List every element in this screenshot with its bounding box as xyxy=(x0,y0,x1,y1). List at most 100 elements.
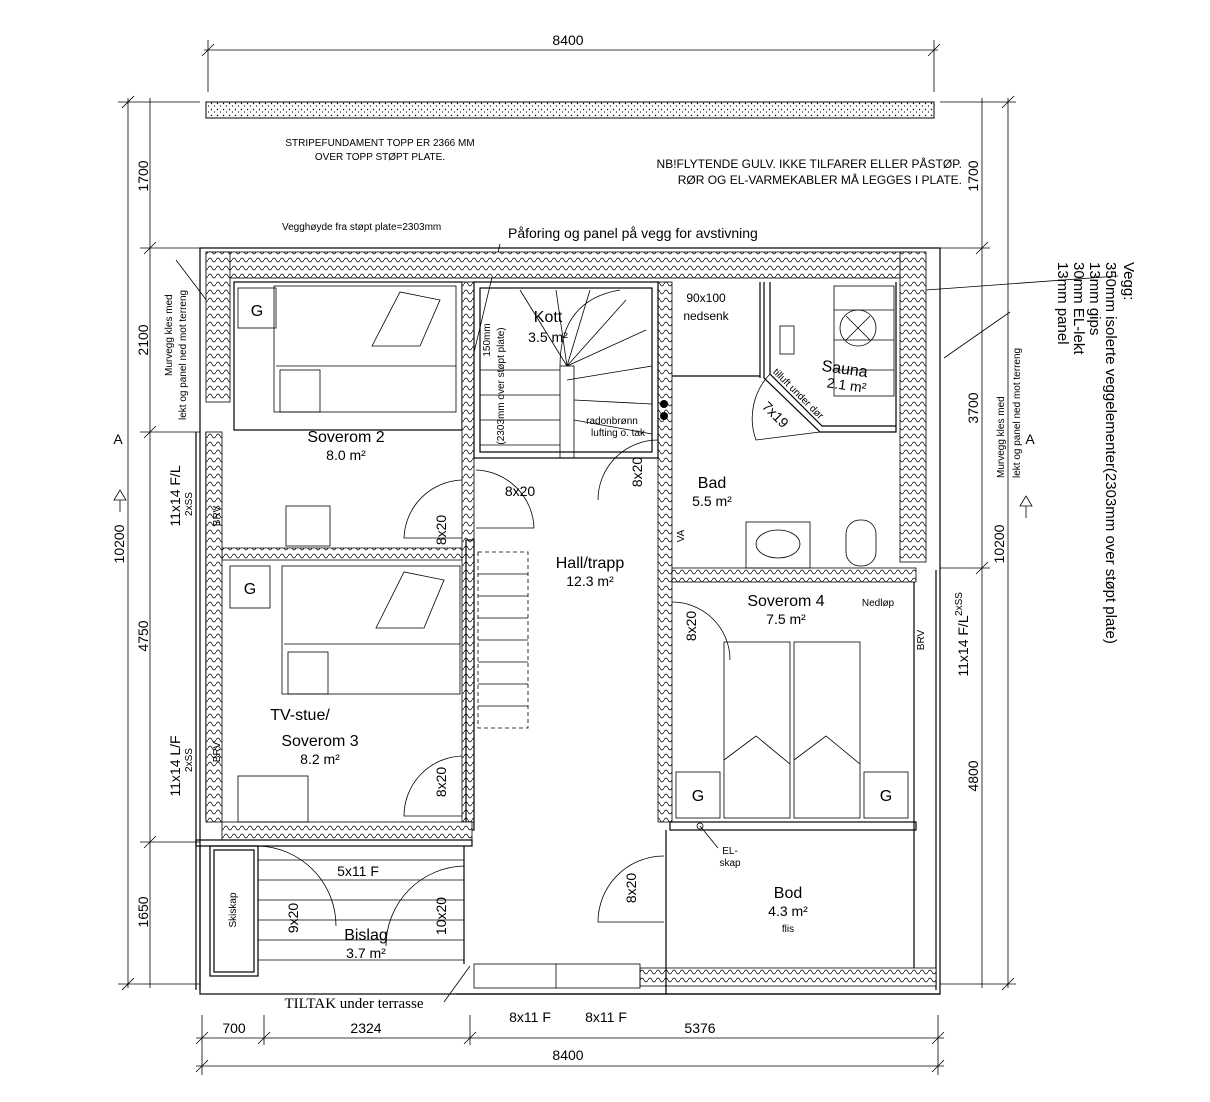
dim-right-2: 3700 xyxy=(965,392,981,423)
dimension-top: 8400 xyxy=(201,32,941,92)
g-box: G xyxy=(863,771,909,819)
door-label-bislag-outer: 10x20 xyxy=(433,897,449,935)
room-soverom4-area: 7.5 m² xyxy=(766,611,806,627)
dim-right-total: 10200 xyxy=(991,524,1007,563)
va-label: VA xyxy=(676,529,687,542)
door-label: 8x20 xyxy=(433,767,449,798)
note-left-wall-1: Murvegg kles med xyxy=(164,294,175,376)
note-floor-2: RØR OG EL-VARMEKABLER MÅ LEGGES I PLATE. xyxy=(678,172,962,187)
dim-top-total: 8400 xyxy=(552,32,583,48)
room-kott-area: 3.5 m² xyxy=(528,329,568,345)
window-label-bottom-1: 8x11 F xyxy=(509,1009,551,1025)
window-label-left-upper-sub: 2xSS xyxy=(184,492,195,516)
section-marker-left: A xyxy=(113,431,123,447)
door-swing-icon xyxy=(257,373,821,947)
el-skap-2: skap xyxy=(719,858,741,869)
wall-spec: Vegg: 350mm isolerte veggelementer(2303m… xyxy=(925,262,1137,644)
dim-bottom-total: 8400 xyxy=(552,1047,583,1063)
note-floor-1: NB!FLYTENDE GULV. IKKE TILFARER ELLER PÅ… xyxy=(657,156,962,171)
brv-label: BRV xyxy=(212,505,223,526)
svg-text:350mm isolerte veggelementer(2: 350mm isolerte veggelementer(2303mm over… xyxy=(1102,262,1119,644)
note-right-wall-2: lekt og panel ned mot terreng xyxy=(1012,348,1023,478)
svg-text:Vegg:: Vegg: xyxy=(1120,262,1137,300)
window-label-left-lower: 11x14 L/F xyxy=(167,735,183,796)
g-box: G xyxy=(229,565,271,609)
svg-text:G: G xyxy=(251,303,263,320)
room-bislag-area: 3.7 m² xyxy=(346,945,386,961)
radon-note-1: radonbrønn xyxy=(586,416,638,427)
dimension-right: 1700 3700 4800 10200 A xyxy=(940,95,1035,991)
window-label-left-lower-sub: 2xSS xyxy=(184,748,195,772)
sink-sub: nedsenk xyxy=(683,309,729,323)
bislag-floor xyxy=(258,859,464,961)
g-box: G xyxy=(237,287,277,329)
door-label: 8x20 xyxy=(623,873,639,904)
note-panel: Påforing og panel på vegg for avstivning xyxy=(508,225,758,241)
note-wall-height: Vegghøyde fra støpt plate=2303mm xyxy=(282,222,441,233)
brv-label: BRV xyxy=(212,741,223,762)
el-skap-1: EL- xyxy=(722,846,738,857)
door-label-sauna: 7x19 xyxy=(759,398,792,431)
svg-text:G: G xyxy=(880,788,892,805)
sink-icon xyxy=(745,521,811,569)
svg-text:13mm panel: 13mm panel xyxy=(1054,262,1071,345)
window-label-right-sub: 2xSS xyxy=(954,592,965,616)
room-soverom3-prefix: TV-stue/ xyxy=(270,707,330,724)
room-hall-area: 12.3 m² xyxy=(566,573,614,589)
room-bod-area: 4.3 m² xyxy=(768,903,808,919)
section-marker-right: A xyxy=(1025,431,1035,447)
sink-size: 90x100 xyxy=(686,291,726,305)
svg-text:G: G xyxy=(692,788,704,805)
room-bad-area: 5.5 m² xyxy=(692,493,732,509)
stair-note-1: 150mm xyxy=(482,323,493,356)
dim-right-1: 1700 xyxy=(965,160,981,191)
dimension-left: 1700 2100 4750 1650 10200 A xyxy=(111,95,200,991)
dim-right-3: 4800 xyxy=(965,760,981,791)
room-hall-name: Hall/trapp xyxy=(556,555,625,572)
room-sauna-name: Sauna xyxy=(821,358,869,381)
el-skap-marker xyxy=(696,822,704,830)
door-label: 8x20 xyxy=(629,457,645,488)
brv-label: BRV xyxy=(916,629,927,650)
window-label-left-upper: 11x14 F/L xyxy=(167,465,183,526)
sauna-heater-icon xyxy=(779,285,895,397)
stairs xyxy=(477,289,653,729)
door-label: 8x20 xyxy=(433,515,449,546)
room-sauna-area: 2.1 m² xyxy=(826,374,868,395)
door-label: 8x20 xyxy=(505,483,536,499)
bed-icon xyxy=(237,565,461,823)
bed-icon xyxy=(273,285,457,547)
toilet-icon xyxy=(845,519,877,567)
dim-bottom-1: 700 xyxy=(222,1020,246,1036)
stair-note-2: (2303mm over støpt plate) xyxy=(496,327,507,444)
bed-icon xyxy=(723,641,861,819)
window-label-right: 11x14 F/L xyxy=(955,615,971,676)
room-kott-name: Kott xyxy=(534,309,563,326)
strip-foundation xyxy=(205,101,935,119)
room-soverom2-name: Soverom 2 xyxy=(307,429,384,446)
dim-left-4: 1650 xyxy=(135,896,151,927)
nedlop-label: Nedløp xyxy=(862,598,895,609)
skiskap-label: Skiskap xyxy=(228,892,239,927)
svg-text:G: G xyxy=(244,581,256,598)
dim-left-2: 2100 xyxy=(135,324,151,355)
door-label: 8x20 xyxy=(683,611,699,642)
dimension-bottom: 700 2324 5376 8400 xyxy=(195,1015,945,1075)
radon-note-2: lufting o. tak xyxy=(591,428,646,439)
dim-bottom-3: 5376 xyxy=(684,1020,715,1036)
room-bislag-name: Bislag xyxy=(344,927,388,944)
room-bod-finish: flis xyxy=(782,924,794,935)
note-foundation-2: OVER TOPP STØPT PLATE. xyxy=(315,152,445,163)
room-bad-name: Bad xyxy=(698,475,726,492)
room-bod-name: Bod xyxy=(774,885,802,902)
note-foundation-1: STRIPEFUNDAMENT TOPP ER 2366 MM xyxy=(285,138,474,149)
note-right-wall-1: Murvegg kles med xyxy=(996,396,1007,478)
room-soverom3-name: Soverom 3 xyxy=(281,733,358,750)
svg-text:13mm gips: 13mm gips xyxy=(1086,262,1103,335)
measure-note: TILTAK under terrasse xyxy=(284,996,423,1012)
dim-left-1: 1700 xyxy=(135,160,151,191)
room-soverom2-area: 8.0 m² xyxy=(326,447,366,463)
dim-bottom-2: 2324 xyxy=(350,1020,381,1036)
svg-text:30mm EL-lekt: 30mm EL-lekt xyxy=(1070,262,1087,355)
